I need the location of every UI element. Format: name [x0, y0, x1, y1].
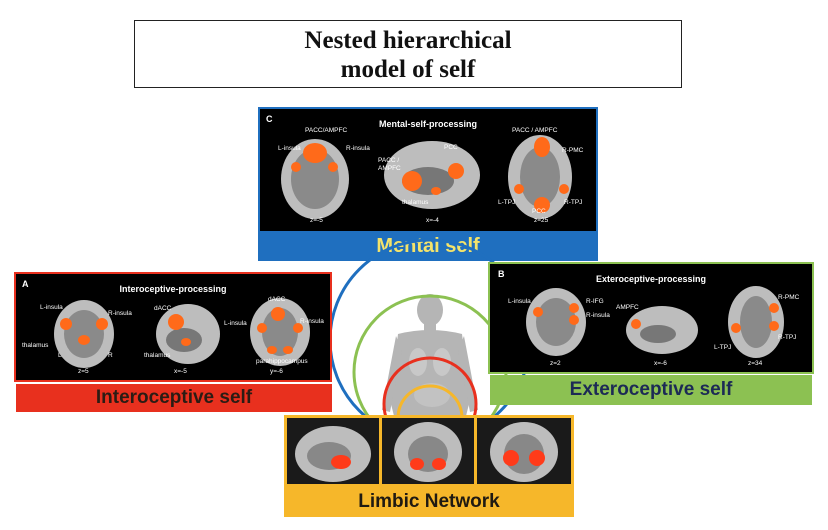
- mental-label-l-tpj: L-TPJ: [498, 199, 516, 206]
- intero-label-r-insula: R-insula: [108, 310, 132, 317]
- extero-label-ampfc: AMPFC: [616, 304, 639, 311]
- interoceptive-panel: A Interoceptive-processing L-insula R-in…: [14, 272, 332, 382]
- mental-label-pcc: PCC: [444, 144, 458, 151]
- mental-label-ampfc: AMPFC: [378, 165, 401, 172]
- limbic-brain-images: [287, 418, 571, 484]
- mental-label-r-tpj: R-TPJ: [564, 199, 583, 206]
- extero-label-r-pmc: R-PMC: [778, 294, 800, 301]
- intero-label-thalamus-2: thalamus: [144, 352, 171, 359]
- mental-self-banner: Mental self: [258, 231, 598, 261]
- extero-coord-1: z=2: [550, 360, 561, 367]
- intero-label-r-insula-2: R-insula: [300, 318, 324, 325]
- intero-label-dacc-2: dACC: [268, 296, 286, 303]
- mental-panel-letter: C: [266, 114, 273, 124]
- extero-coord-3: z=34: [748, 360, 763, 367]
- mental-brain-images: [281, 135, 572, 219]
- extero-panel-letter: B: [498, 269, 505, 279]
- extero-label-l-insula: L-insula: [508, 298, 531, 305]
- extero-label-l-tpj: L-TPJ: [714, 344, 732, 351]
- extero-panel-title: Exteroceptive-processing: [595, 274, 707, 284]
- mental-label-l-insula: L-insula: [278, 145, 301, 152]
- intero-label-thalamus: thalamus: [22, 342, 49, 349]
- extero-label-r-tpj: R-TPJ: [778, 334, 797, 341]
- intero-coord-2: x=-5: [174, 368, 187, 375]
- diagram-title: Nested hierarchical model of self: [134, 20, 682, 88]
- exteroceptive-self-banner: Exteroceptive self: [490, 375, 812, 405]
- mental-coord-1: z=-5: [310, 217, 323, 224]
- extero-coord-2: x=-6: [654, 360, 667, 367]
- intero-label-parahippocampus: parahippocampus: [256, 358, 308, 365]
- intero-label-dacc: dACC: [154, 305, 172, 312]
- intero-brain-images: [54, 298, 310, 368]
- mental-coord-3: z=25: [534, 217, 549, 224]
- title-line-1: Nested hierarchical: [304, 27, 512, 54]
- mental-label-thalamus: thalamus: [402, 199, 429, 206]
- mental-label-r-insula: R-insula: [346, 145, 370, 152]
- limbic-panel: [284, 415, 574, 487]
- exteroceptive-panel: B Exteroceptive-processing L-insula R-IF…: [488, 262, 814, 374]
- intero-coord-1: z=5: [78, 368, 89, 375]
- mental-panel-title: Mental-self-processing: [378, 119, 478, 129]
- mental-coord-2: x=-4: [426, 217, 439, 224]
- extero-brain-images: [526, 286, 784, 358]
- intero-label-l: L: [58, 352, 62, 359]
- extero-label-r-ifg: R-IFG: [586, 298, 604, 305]
- intero-coord-3: y=-6: [270, 368, 283, 375]
- intero-panel-title: Interoceptive-processing: [119, 284, 227, 294]
- intero-label-l-insula-2: L-insula: [224, 320, 247, 327]
- mental-panel: C Mental-self-processing PACC/AMPFC L-in…: [258, 107, 598, 233]
- mental-label-pcc-2: PCC: [532, 208, 546, 215]
- intero-label-l-insula: L-insula: [40, 304, 63, 311]
- interoceptive-self-banner: Interoceptive self: [16, 384, 332, 412]
- intero-panel-letter: A: [22, 279, 29, 289]
- limbic-network-banner: Limbic Network: [284, 487, 574, 517]
- mental-label-pacc: PACC /: [378, 157, 400, 164]
- title-line-2: model of self: [340, 56, 476, 83]
- extero-label-r-insula: R-insula: [586, 312, 610, 319]
- mental-label-pacc-ampfc-2: PACC / AMPFC: [512, 127, 558, 134]
- intero-label-r: R: [108, 352, 113, 359]
- mental-label-r-pmc: R-PMC: [562, 147, 584, 154]
- mental-label-pacc-ampfc: PACC/AMPFC: [305, 127, 348, 134]
